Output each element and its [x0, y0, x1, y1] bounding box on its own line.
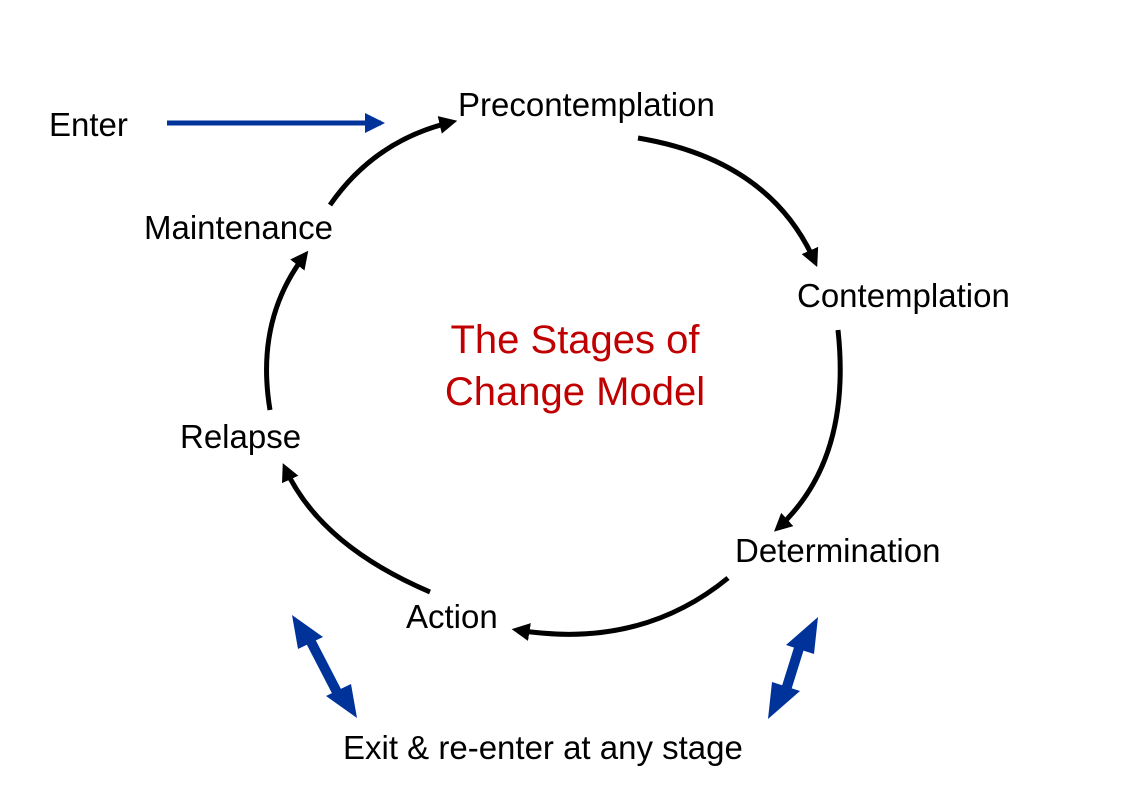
stage-relapse: Relapse: [180, 418, 302, 455]
exit-double-arrow-left: [292, 615, 357, 718]
arrow-maintenance-to-precontemplation: [327, 116, 458, 207]
stage-action: Action: [406, 598, 498, 635]
stage-contemplation: Contemplation: [797, 277, 1010, 314]
arrow-action-to-relapse: [282, 463, 431, 595]
stage-precontemplation: Precontemplation: [458, 86, 715, 123]
title-line-2: Change Model: [444, 370, 706, 414]
enter-label: Enter: [49, 106, 128, 143]
diagram-title: The Stages of Change Model: [390, 314, 760, 418]
stage-maintenance: Maintenance: [144, 209, 333, 246]
arrow-precontemplation-to-contemplation: [637, 135, 819, 267]
title-line-1: The Stages of: [450, 318, 700, 362]
exit-double-arrow-right: [768, 617, 818, 719]
arrow-contemplation-to-determination: [774, 329, 843, 532]
arrow-determination-to-action: [511, 576, 730, 641]
exit-label: Exit & re-enter at any stage: [343, 729, 743, 766]
stage-determination: Determination: [735, 532, 941, 569]
arrow-relapse-to-maintenance: [264, 250, 309, 411]
